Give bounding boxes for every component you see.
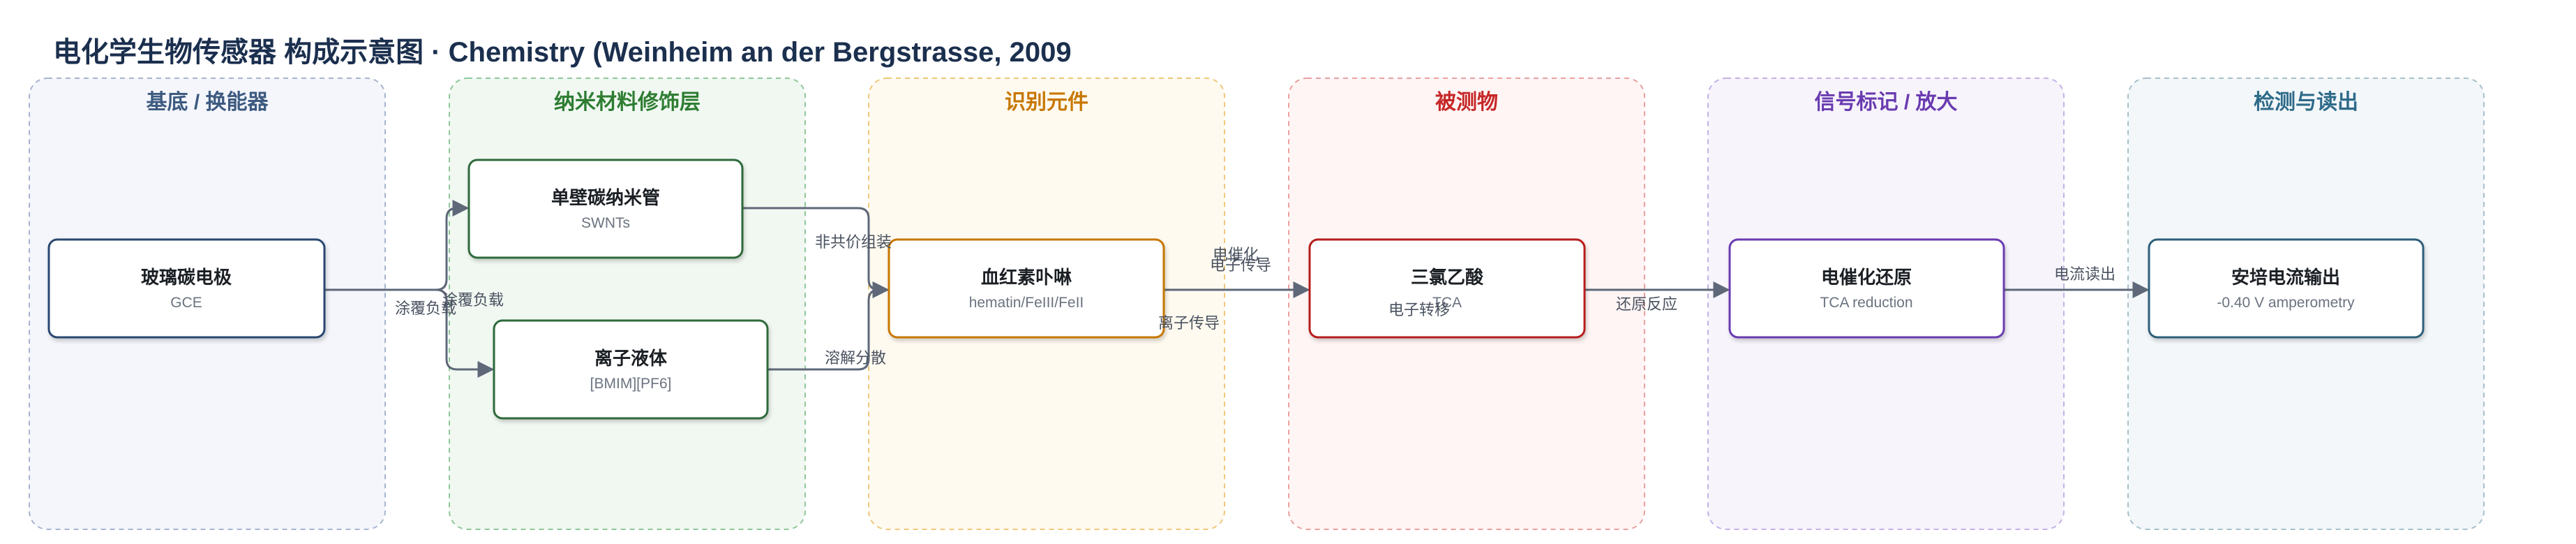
node-hemin-title: 血红素卟啉 (981, 267, 1072, 288)
node-il-box (493, 319, 769, 420)
node-hemin: 血红素卟啉 hematin/FeIII/FeII (888, 238, 1165, 339)
node-ecr-sub: TCA reduction (1820, 295, 1912, 311)
edge-label-gce-swnt: 涂覆负载 (442, 291, 504, 309)
lane-readout-title: 检测与读出 (2254, 90, 2358, 114)
node-ecr: 电催化还原 TCA reduction (1728, 238, 2005, 339)
edge-label-hemin-tca-ion: 离子传导 (1158, 314, 1220, 332)
node-gce-sub: GCE (170, 295, 202, 311)
diagram-title: 电化学生物传感器 构成示意图 · Chemistry (Weinheim an … (53, 37, 1072, 68)
node-il-title: 离子液体 (594, 348, 668, 369)
edge-label-tca-ecr-reduction: 还原反应 (1616, 295, 1677, 313)
node-gce: 玻璃碳电极 GCE (47, 238, 326, 339)
edge-label-hemin-tca-electron: 电子传导 (1210, 256, 1271, 274)
edge-label-swnt-hemin: 非共价组装 (815, 233, 892, 251)
node-amp-sub: -0.40 V amperometry (2217, 295, 2355, 311)
edges (325, 200, 2150, 378)
node-tca: 三氯乙酸 TCA (1308, 238, 1586, 339)
node-amp: 安培电流输出 -0.40 V amperometry (2148, 238, 2425, 339)
edge-label-tca-ecr-electron: 电子转移 (1388, 301, 1450, 318)
node-tca-box (1308, 238, 1586, 339)
edge-label-ecr-amp: 电流读出 (2054, 265, 2116, 283)
node-il-sub: [BMIM][PF6] (590, 376, 672, 392)
node-gce-title: 玻璃碳电极 (141, 267, 232, 288)
node-hemin-box (888, 238, 1165, 339)
node-tca-sub: TCA (1432, 295, 1462, 311)
node-ecr-title: 电催化还原 (1821, 267, 1912, 288)
edge-label-gce-il: 涂覆负载 (395, 300, 456, 317)
edge-gce-swnt (325, 200, 470, 291)
node-ecr-box (1728, 238, 2005, 339)
node-swnt: 单壁碳纳米管 SWNTs (467, 159, 744, 259)
node-il: 离子液体 [BMIM][PF6] (493, 319, 769, 420)
node-gce-box (47, 238, 326, 339)
edge-label-il-hemin: 溶解分散 (825, 349, 886, 367)
edge-il-hemin (767, 281, 890, 371)
edge-label-hemin-tca-catalysis: 电催化 (1213, 246, 1259, 263)
node-swnt-title: 单壁碳纳米管 (551, 187, 660, 208)
node-tca-title: 三氯乙酸 (1411, 267, 1484, 288)
node-amp-title: 安培电流输出 (2231, 267, 2340, 288)
lane-substrate-title: 基底 / 换能器 (146, 91, 269, 114)
lane-analyte-title: 被测物 (1435, 91, 1498, 114)
node-swnt-box (467, 159, 744, 259)
lane-nano-title: 纳米材料修饰层 (554, 91, 701, 114)
node-hemin-sub: hematin/FeIII/FeII (969, 295, 1084, 311)
node-swnt-sub: SWNTs (581, 215, 630, 231)
lane-signal-title: 信号标记 / 放大 (1814, 91, 1957, 114)
edge-labels: 涂覆负载 涂覆负载 非共价组装 溶解分散 电催化 电子传导 离子传导 电子转移 … (395, 233, 2116, 367)
lane-recognition-title: 识别元件 (1005, 91, 1088, 114)
node-amp-box (2148, 238, 2425, 339)
edge-gce-il (325, 288, 495, 378)
